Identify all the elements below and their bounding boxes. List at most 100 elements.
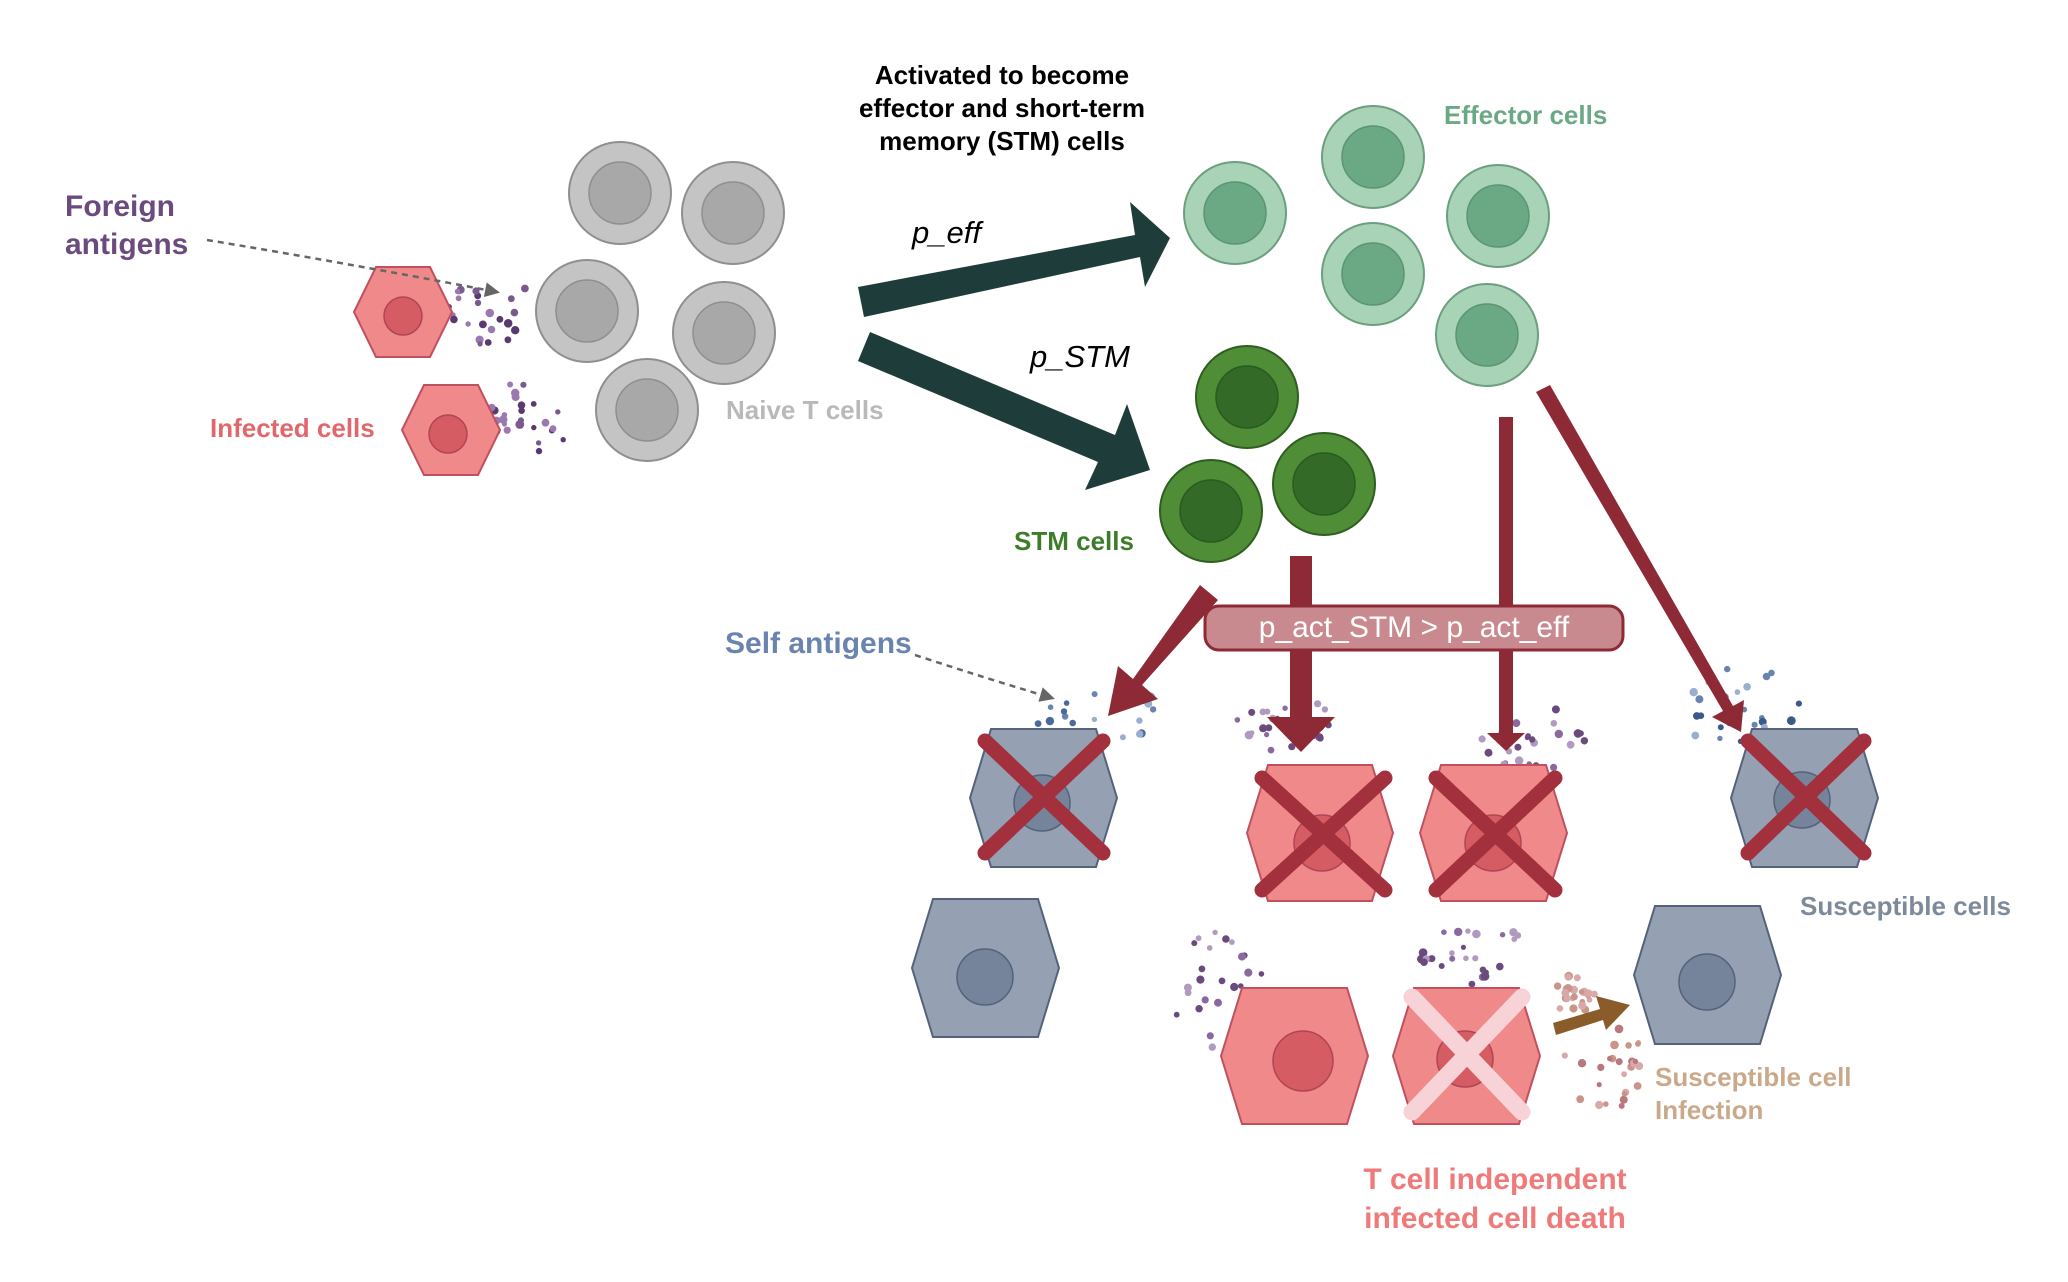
antigen-particle [1512,719,1521,728]
antigen-particle [1248,708,1256,716]
antigen-particle [1633,1082,1642,1090]
antigen-particle [1550,720,1558,727]
antigen-particle [1614,1024,1624,1034]
infected-cell-killed [1245,764,1395,902]
antigen-particle [1218,977,1226,985]
antigen-particle [1060,708,1068,715]
antigen-particle [1578,989,1585,995]
antigen-particle [1212,929,1218,936]
kill-arrow-stm-to-self [1108,585,1218,716]
antigen-particle [1553,982,1562,990]
self-antigen-pointer [914,653,1055,702]
p-eff-label: p_eff [911,215,984,250]
antigen-particle [1288,743,1296,751]
susceptible-infection-line: Infection [1655,1095,1763,1125]
antigen-particle [1590,990,1598,998]
p-stm-label: p_STM [1029,339,1130,374]
antigen-particle [503,319,513,328]
antigen-particle [1463,955,1469,962]
antigen-particle [1265,724,1273,732]
antigen-particle [1751,721,1758,728]
kill-arrow-effector-to-infected [1487,417,1525,751]
stm-cell [1159,459,1263,563]
antigen-particle [1596,1082,1602,1088]
antigen-particle [1499,932,1506,938]
antigen-particle [1259,708,1267,716]
antigen-particle [1621,1091,1628,1097]
antigen-particle [1258,971,1265,977]
naive-t-cells-label: Naive T cells [726,395,884,425]
antigen-particle [1610,1040,1619,1050]
foreign-antigens-line: antigens [65,228,188,261]
antigen-particle [1460,944,1466,950]
antigen-particle [1480,971,1490,981]
antigen-particle [1091,691,1098,698]
antigen-particle [1267,746,1275,754]
antigen-particle [1569,1004,1578,1013]
antigen-particle [1149,706,1157,713]
antigen-particle [1195,1005,1203,1013]
activated-label-line: effector and short-term [859,93,1145,123]
antigen-particle [1441,929,1447,935]
antigen-particle [503,426,511,434]
antigen-particle [484,339,492,346]
infection-arrow [1553,996,1630,1035]
antigen-particle [1691,731,1700,740]
antigen-particle [510,308,519,317]
antigen-particle [549,425,557,433]
antigen-particle [1621,1071,1627,1078]
activated-label-line: memory (STM) cells [879,126,1125,156]
susceptible-cells-label: Susceptible cells [1800,891,2011,921]
infected-cell [400,384,502,476]
antigen-particle [1514,756,1524,765]
kill-arrow-stm-to-infected [1267,556,1335,752]
antigen-particle [1556,1005,1564,1012]
antigen-particle [1136,717,1143,724]
antigen-particle [1525,733,1531,739]
infected-cell [1219,987,1370,1125]
effector-cell-cluster [1183,105,1550,387]
kill-arrows [1108,385,1744,752]
naive-t-cell [672,281,776,385]
antigen-particle [511,393,520,401]
antigen-particle [1625,1042,1632,1049]
antigen-particle [1566,740,1575,749]
antigen-particle [511,326,520,335]
antigen-particle [1717,724,1724,731]
antigen-particle [1206,1032,1214,1040]
t-cell-independent-label: T cell independent infected cell death [1363,1163,1626,1235]
antigen-particle [1069,719,1076,727]
activated-label-line: Activated to become [875,60,1129,90]
naive-t-cell-cluster [535,141,785,462]
naive-t-cell [681,161,785,265]
antigen-particle [1472,929,1481,939]
antigen-particle [1438,963,1445,969]
antigen-particle [520,381,527,388]
effector-cells-label: Effector cells [1444,100,1607,130]
antigen-particle [1597,1063,1605,1071]
antigen-particle [1505,748,1513,755]
effector-cell [1321,222,1425,326]
antigen-particle [1603,1101,1609,1107]
antigen-particle [1201,996,1209,1004]
antigen-particle [535,440,542,446]
antigen-particle [499,415,508,424]
antigen-particle [1554,729,1564,739]
antigen-particle [1563,995,1571,1003]
antigen-particle [1509,928,1518,937]
antigen-particle [1484,748,1493,757]
antigen-particle [1222,935,1230,943]
antigen-particle [1472,955,1479,962]
antigen-particle [1561,1052,1568,1059]
stm-cell [1195,345,1299,449]
antigen-particle [1449,955,1456,962]
antigen-particle [521,284,529,293]
antigen-particle [1619,1095,1628,1104]
susceptible-cell-killed [968,728,1119,868]
antigen-particle [1635,1041,1641,1047]
antigen-particle [1615,1058,1623,1066]
antigen-particle [1529,736,1536,743]
p-act-condition-label: p_act_STM > p_act_eff [1259,611,1570,644]
antigen-particle [1511,936,1518,942]
activated-label: Activated to become effector and short-t… [859,60,1145,156]
